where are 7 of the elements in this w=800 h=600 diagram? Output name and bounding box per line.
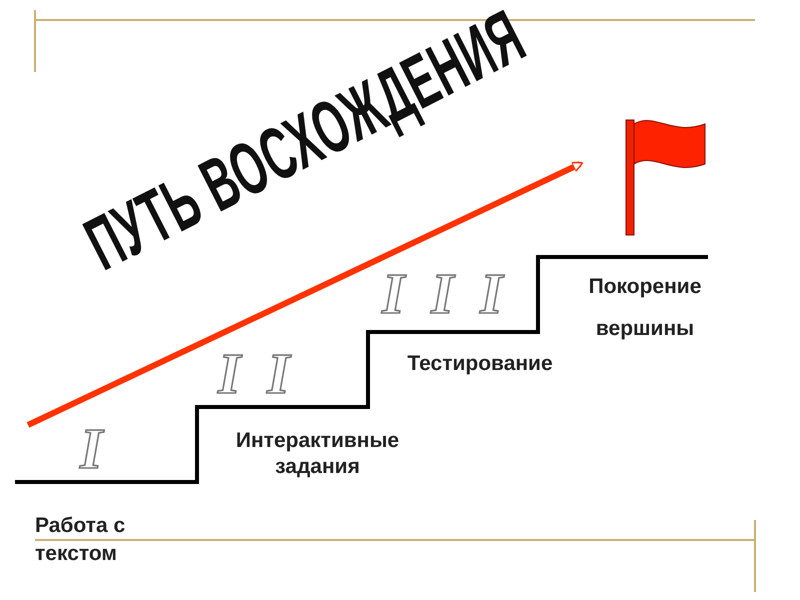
- step-label: Интерактивные задания: [234, 428, 400, 480]
- step-label: Тестирование: [406, 352, 554, 376]
- step-numeral: I: [80, 420, 109, 478]
- step-numeral: I I: [218, 345, 296, 403]
- step-label: Работа с текстом: [35, 513, 126, 567]
- step-label: Покорение вершины: [588, 274, 702, 342]
- step-numeral: I I I: [382, 265, 509, 323]
